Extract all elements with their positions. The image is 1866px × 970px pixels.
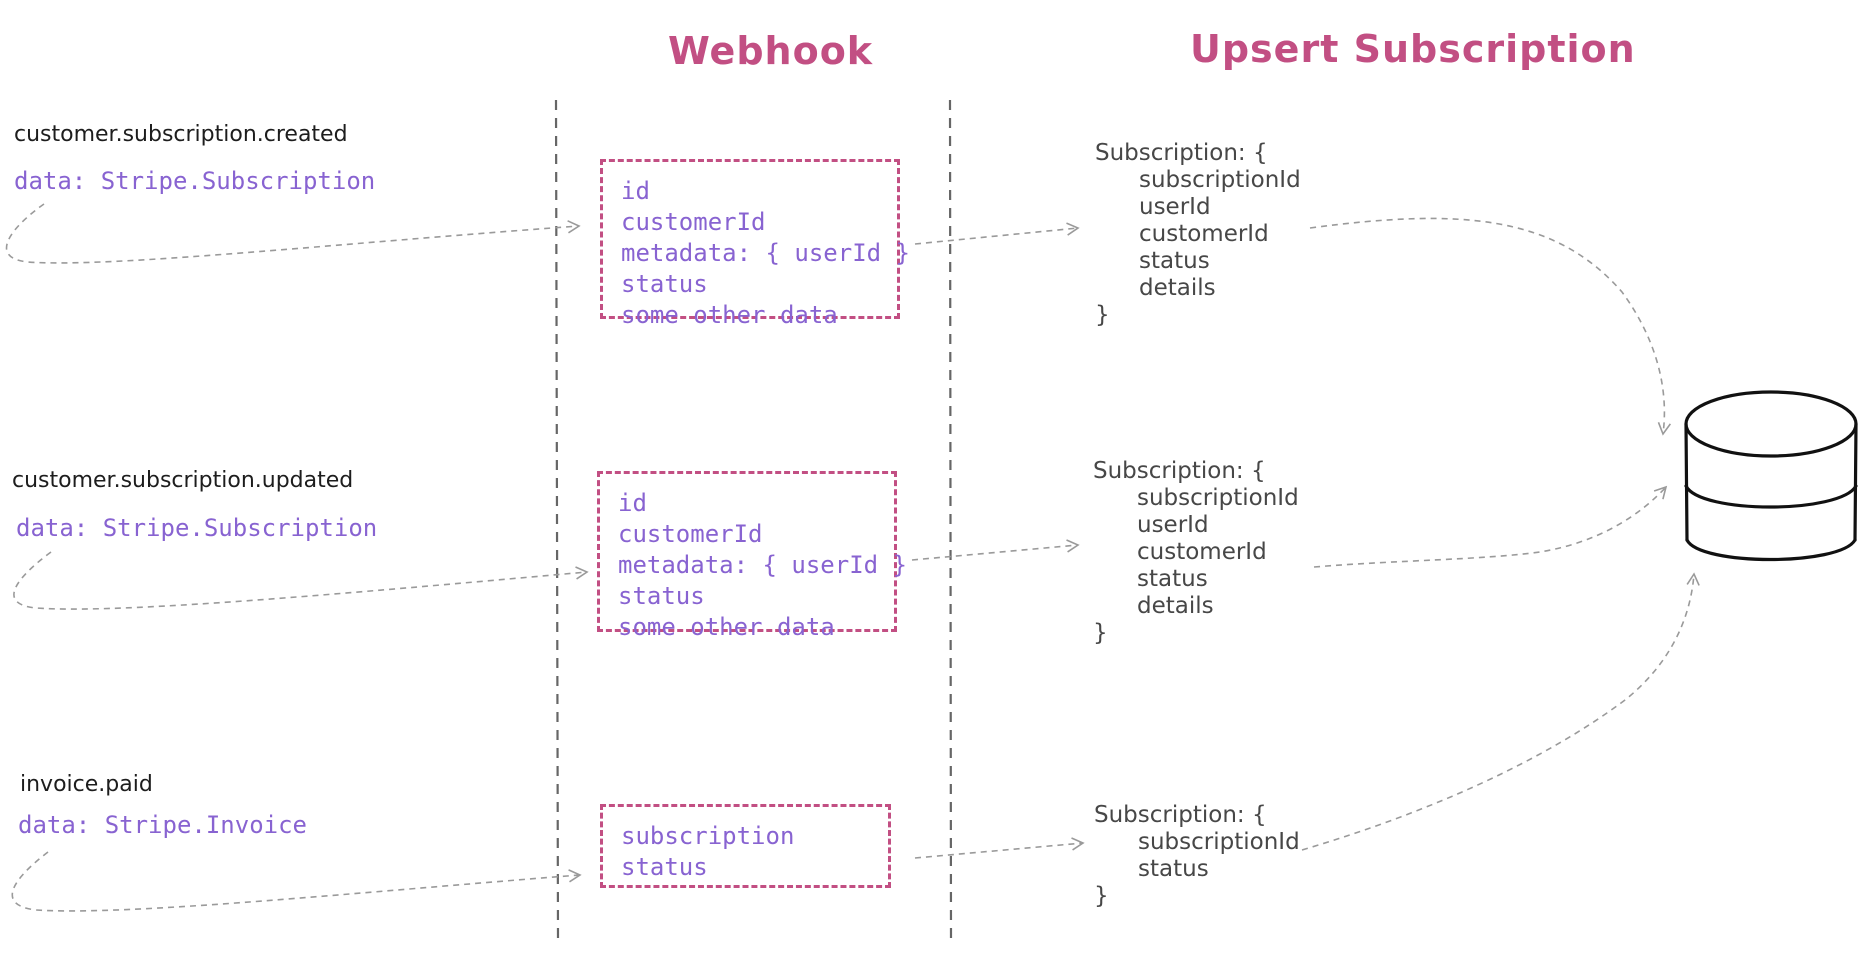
database-icon: [1684, 390, 1858, 562]
payload-field: some other data: [621, 301, 838, 329]
webhook-payload-box-updated: id customerId metadata: { userId } statu…: [597, 471, 907, 641]
payload-field: subscription: [621, 822, 795, 850]
payload-field: metadata: { userId }: [618, 551, 907, 579]
schema-close: }: [1094, 883, 1109, 909]
connector-event-to-payload-2: [13, 551, 589, 610]
data-type-updated: data: Stripe.Subscription: [16, 514, 378, 542]
payload-field: id: [621, 177, 650, 205]
event-name-invoice-paid: invoice.paid: [20, 772, 153, 797]
schema-close: }: [1093, 620, 1108, 646]
schema-field: subscriptionId: [1138, 829, 1300, 855]
event-name-created: customer.subscription.created: [14, 122, 348, 147]
divider-left: [554, 99, 560, 941]
schema-field: details: [1137, 593, 1214, 619]
webhook-payload-box-invoice: subscription status: [600, 804, 891, 888]
schema-open: Subscription: {: [1093, 458, 1266, 484]
schema-open: Subscription: {: [1095, 140, 1268, 166]
schema-field: subscriptionId: [1137, 485, 1299, 511]
payload-field: customerId: [621, 208, 766, 236]
connector-schema-to-database-2: [1313, 485, 1668, 568]
schema-close: }: [1095, 302, 1110, 328]
connector-payload-to-schema-2: [911, 539, 1080, 561]
payload-field: id: [618, 489, 647, 517]
schema-field: userId: [1137, 512, 1209, 538]
connector-payload-to-schema-3: [914, 837, 1085, 859]
subscription-schema-invoice: Subscription: { subscriptionId status }: [1094, 802, 1300, 910]
upsert-subscription-heading: Upsert Subscription: [1190, 27, 1636, 71]
data-type-created: data: Stripe.Subscription: [14, 167, 376, 195]
schema-open: Subscription: {: [1094, 802, 1267, 828]
connector-payload-to-schema-1: [914, 222, 1080, 245]
payload-field: some other data: [618, 613, 835, 641]
payload-field: metadata: { userId }: [621, 239, 910, 267]
schema-field: status: [1139, 248, 1210, 274]
connector-schema-to-database-1: [1309, 217, 1672, 436]
schema-field: status: [1137, 566, 1208, 592]
connector-event-to-payload-1: [5, 203, 581, 264]
payload-field: status: [621, 853, 708, 881]
webhook-heading: Webhook: [668, 29, 874, 73]
payload-field: customerId: [618, 520, 763, 548]
webhook-payload-box-created: id customerId metadata: { userId } statu…: [600, 159, 910, 329]
connector-event-to-payload-3: [11, 851, 582, 912]
subscription-schema-updated: Subscription: { subscriptionId userId cu…: [1093, 458, 1299, 647]
divider-right: [948, 99, 953, 944]
subscription-schema-created: Subscription: { subscriptionId userId cu…: [1095, 140, 1301, 329]
schema-field: subscriptionId: [1139, 167, 1301, 193]
connector-schema-to-database-3: [1301, 572, 1700, 851]
payload-field: status: [621, 270, 708, 298]
event-name-updated: customer.subscription.updated: [12, 468, 354, 493]
schema-field: status: [1138, 856, 1209, 882]
schema-field: customerId: [1139, 221, 1269, 247]
schema-field: customerId: [1137, 539, 1267, 565]
schema-field: details: [1139, 275, 1216, 301]
schema-field: userId: [1139, 194, 1211, 220]
payload-field: status: [618, 582, 705, 610]
data-type-invoice: data: Stripe.Invoice: [18, 811, 307, 839]
